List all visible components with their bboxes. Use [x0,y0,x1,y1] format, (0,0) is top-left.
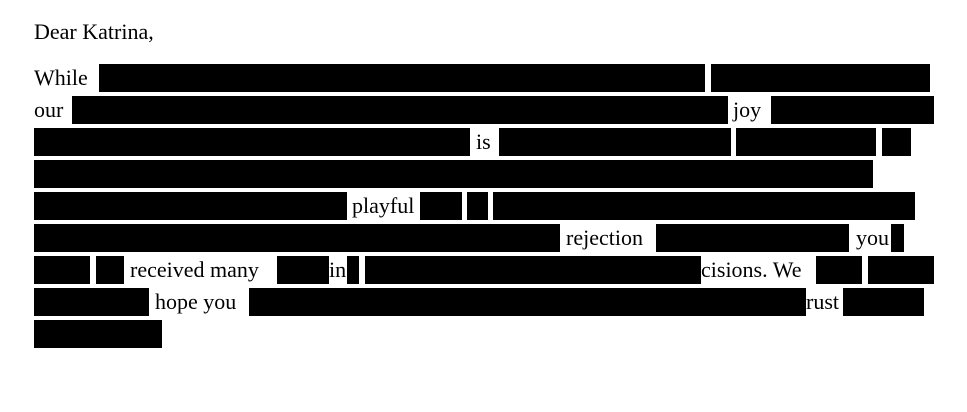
fragment-hope-you: hope you [155,289,237,314]
redaction-block [96,256,124,284]
fragment-received-many: received many [130,257,259,282]
redaction-block [843,288,924,316]
salutation: Dear Katrina, [34,19,154,44]
redaction-block [736,128,876,156]
fragment-playful: playful [352,193,415,218]
fragment-is: is [476,129,491,154]
redaction-block [882,128,911,156]
redaction-block [771,96,934,124]
redaction-block [34,224,560,252]
redaction-block [365,256,701,284]
fragment-in: in [329,257,347,282]
redaction-block [249,288,806,316]
fragment-while: While [34,65,88,90]
redaction-block [99,64,705,92]
redaction-block [34,320,162,348]
redaction-block [34,288,149,316]
redaction-block [467,192,488,220]
redaction-block [34,160,873,188]
fragment-rust: rust [806,289,839,314]
redaction-block [493,192,915,220]
redaction-block [868,256,934,284]
redaction-block [34,128,470,156]
redaction-block [420,192,462,220]
redaction-block [34,256,90,284]
fragment-rejection: rejection [566,225,643,250]
fragment-joy: joy [733,97,762,122]
redaction-block [347,256,359,284]
fragment-you: you [856,225,889,250]
redaction-block [816,256,862,284]
redaction-block [277,256,329,284]
redaction-block [34,192,347,220]
redaction-block [711,64,930,92]
redaction-block [891,224,904,252]
fragment-cisions-we: cisions. We [701,257,802,282]
redaction-block [499,128,731,156]
redaction-block [656,224,849,252]
fragment-our: our [34,97,64,122]
redaction-block [72,96,728,124]
